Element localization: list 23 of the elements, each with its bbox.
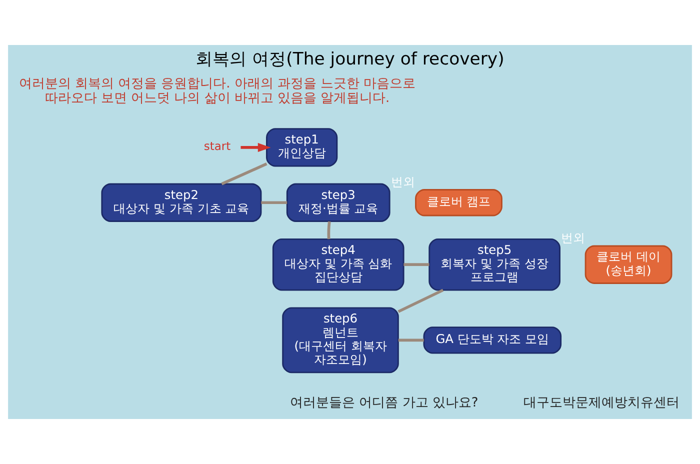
node-box: step3 재정·법률 교육 bbox=[286, 183, 390, 222]
connector bbox=[404, 263, 430, 266]
node-box: step6 렘넌트 (대구센터 회복자 자조모임) bbox=[282, 307, 399, 374]
connector bbox=[398, 338, 424, 342]
node-label: 번외 bbox=[391, 174, 416, 189]
node-box: step4 대상자 및 가족 심화 집단상담 bbox=[272, 238, 404, 291]
label: 여러분의 회복의 여정을 응원합니다. 아래의 과정을 느긋한 마음으로 따라오다 보면 어느덧 나의 삶이 바뀌고 있음을 알게됩니다. bbox=[18, 76, 416, 106]
connector bbox=[398, 288, 444, 313]
node-box: step2 대상자 및 가족 기초 교육 bbox=[101, 183, 262, 222]
arrow bbox=[240, 142, 271, 152]
node-box: 클로버 데이 (송년회) bbox=[584, 245, 672, 284]
node-box: step1 개인상담 bbox=[266, 128, 338, 167]
node-text: start bbox=[204, 139, 231, 154]
label: 여러분들은 어디쯤 가고 있나요? bbox=[290, 395, 478, 410]
diagram-title: 회복의 여정(The journey of recovery) bbox=[196, 49, 504, 70]
node-box: GA 단도박 자조 모임 bbox=[423, 326, 562, 354]
label: 대구도박문제예방치유센터 bbox=[523, 395, 680, 410]
connector bbox=[221, 162, 268, 186]
connector bbox=[261, 201, 288, 204]
node-box: step5 회복자 및 가족 성장 프로그램 bbox=[428, 238, 560, 291]
node-box: 클로버 캠프 bbox=[415, 189, 502, 216]
node-label: 번외 bbox=[561, 231, 586, 246]
connector bbox=[327, 221, 331, 240]
